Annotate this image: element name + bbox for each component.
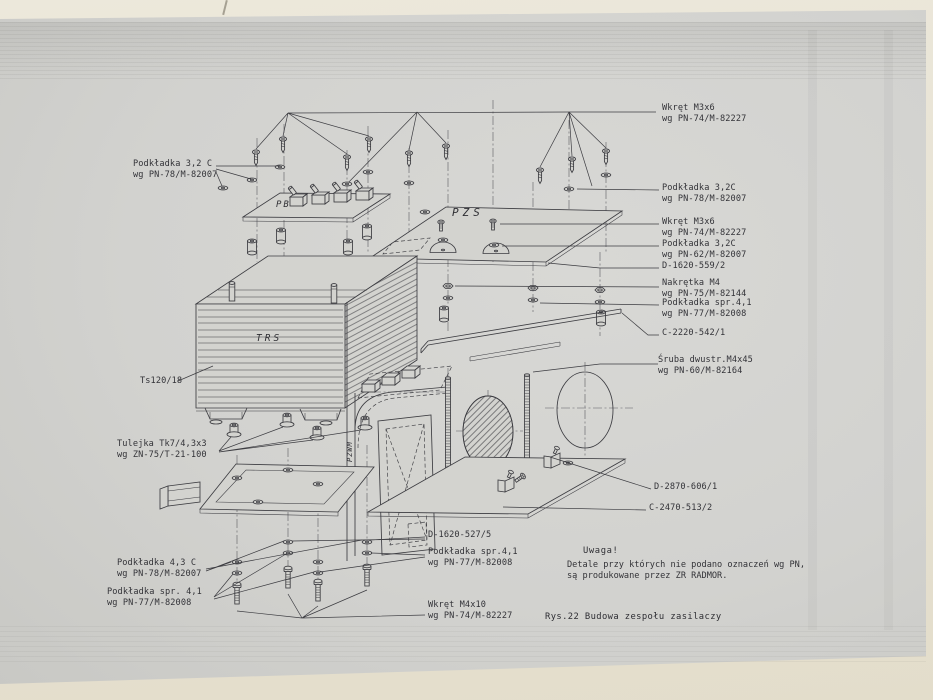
callout-line: Śruba dwustr.M4x45 (658, 355, 753, 365)
callout-line: wg PN-77/M-82008 (662, 309, 747, 319)
callout-line: Tulejka Tk7/4,3x3 (117, 439, 207, 449)
studs (445, 373, 530, 485)
callout-d-1620-559-2: D-1620-559/2 (662, 261, 725, 272)
callout-leaders (177, 165, 660, 619)
callout-line: wg PN-77/M-82008 (107, 598, 192, 608)
note-line: Detale przy których nie podano oznaczeń … (567, 560, 805, 570)
chassis-rail (420, 308, 622, 362)
callout-d-1620-527-5: D-1620-527/5 (428, 530, 491, 541)
callout-line: Podkładka spr.4,1 (662, 298, 752, 308)
bottom-hardware (231, 539, 373, 605)
callout-line: D-1620-527/5 (428, 530, 492, 540)
callout-line: Ts120/18 (140, 376, 183, 386)
callout-line: wg PN-78/M-82007 (117, 569, 202, 579)
callout-line: Podkładka 4,3 C (117, 558, 197, 568)
part-label-trs: TRS (256, 333, 283, 344)
callout-line: Wkręt M4x10 (428, 600, 487, 610)
callout-line: Podkładka 3,2 C (133, 159, 213, 169)
callout-line: wg ZN-75/T-21-100 (117, 450, 207, 460)
callout-line: wg PN-60/M-82164 (658, 366, 743, 376)
note-title: Uwaga! (583, 546, 619, 556)
callout-c-2220-542-1: C-2220-542/1 (662, 328, 725, 339)
capacitor-plain (556, 371, 614, 449)
callout-line: Nakrętka M4 (662, 278, 721, 288)
part-label-pb: PB (276, 200, 291, 210)
callout-line: wg PN-78/M-82007 (133, 170, 218, 180)
part-label-pzs: PZS (452, 206, 484, 219)
callout-line: Podkładka spr.4,1 (428, 547, 518, 557)
callout-line: Wkręt M3x6 (662, 217, 715, 227)
callout-line: wg PN-74/M-82227 (428, 611, 513, 621)
callout-line: C-2220-542/1 (662, 328, 726, 338)
callout-line: wg PN-62/M-82007 (662, 250, 747, 260)
bushings (226, 412, 373, 441)
callout-line: wg PN-74/M-82227 (662, 114, 747, 124)
callout-d-2870-606-1: D-2870-606/1 (654, 482, 717, 493)
callout-line: Podkładka spr. 4,1 (107, 587, 202, 597)
pzs-plate (368, 206, 624, 267)
callout-line: D-1620-559/2 (662, 261, 726, 271)
callout-c-2470-513-2: C-2470-513/2 (649, 503, 712, 514)
transformer-trs (194, 255, 419, 426)
note-body: Detale przy których nie podano oznaczeń … (567, 560, 805, 582)
callout-line: wg PN-77/M-82008 (428, 558, 513, 568)
callout-line: Podkładka 3,2C (662, 183, 736, 193)
callout-line: C-2470-513/2 (649, 503, 713, 513)
base-plate-left (159, 463, 375, 517)
callout-line: D-2870-606/1 (654, 482, 718, 492)
callout-ts120-18: Ts120/18 (140, 376, 182, 387)
pb-board (241, 179, 392, 223)
callout-line: wg PN-78/M-82007 (662, 194, 747, 204)
note-line: są produkowane przez ZR RADMOR. (567, 571, 728, 581)
callout-line: Podkładka 3,2C (662, 239, 736, 249)
part-label-pzwm: PZWM (346, 441, 354, 462)
base-plate-right (366, 445, 627, 519)
top-screws (251, 136, 611, 184)
callout-line: Wkręt M3x6 (662, 103, 715, 113)
callout-line: wg PN-74/M-82227 (662, 228, 747, 238)
top-leader-lines (255, 111, 656, 187)
pb-spacers (247, 223, 372, 256)
callout-line: wg PN-75/M-82144 (662, 289, 747, 299)
figure-caption: Rys.22 Budowa zespołu zasilaczy (545, 612, 722, 622)
